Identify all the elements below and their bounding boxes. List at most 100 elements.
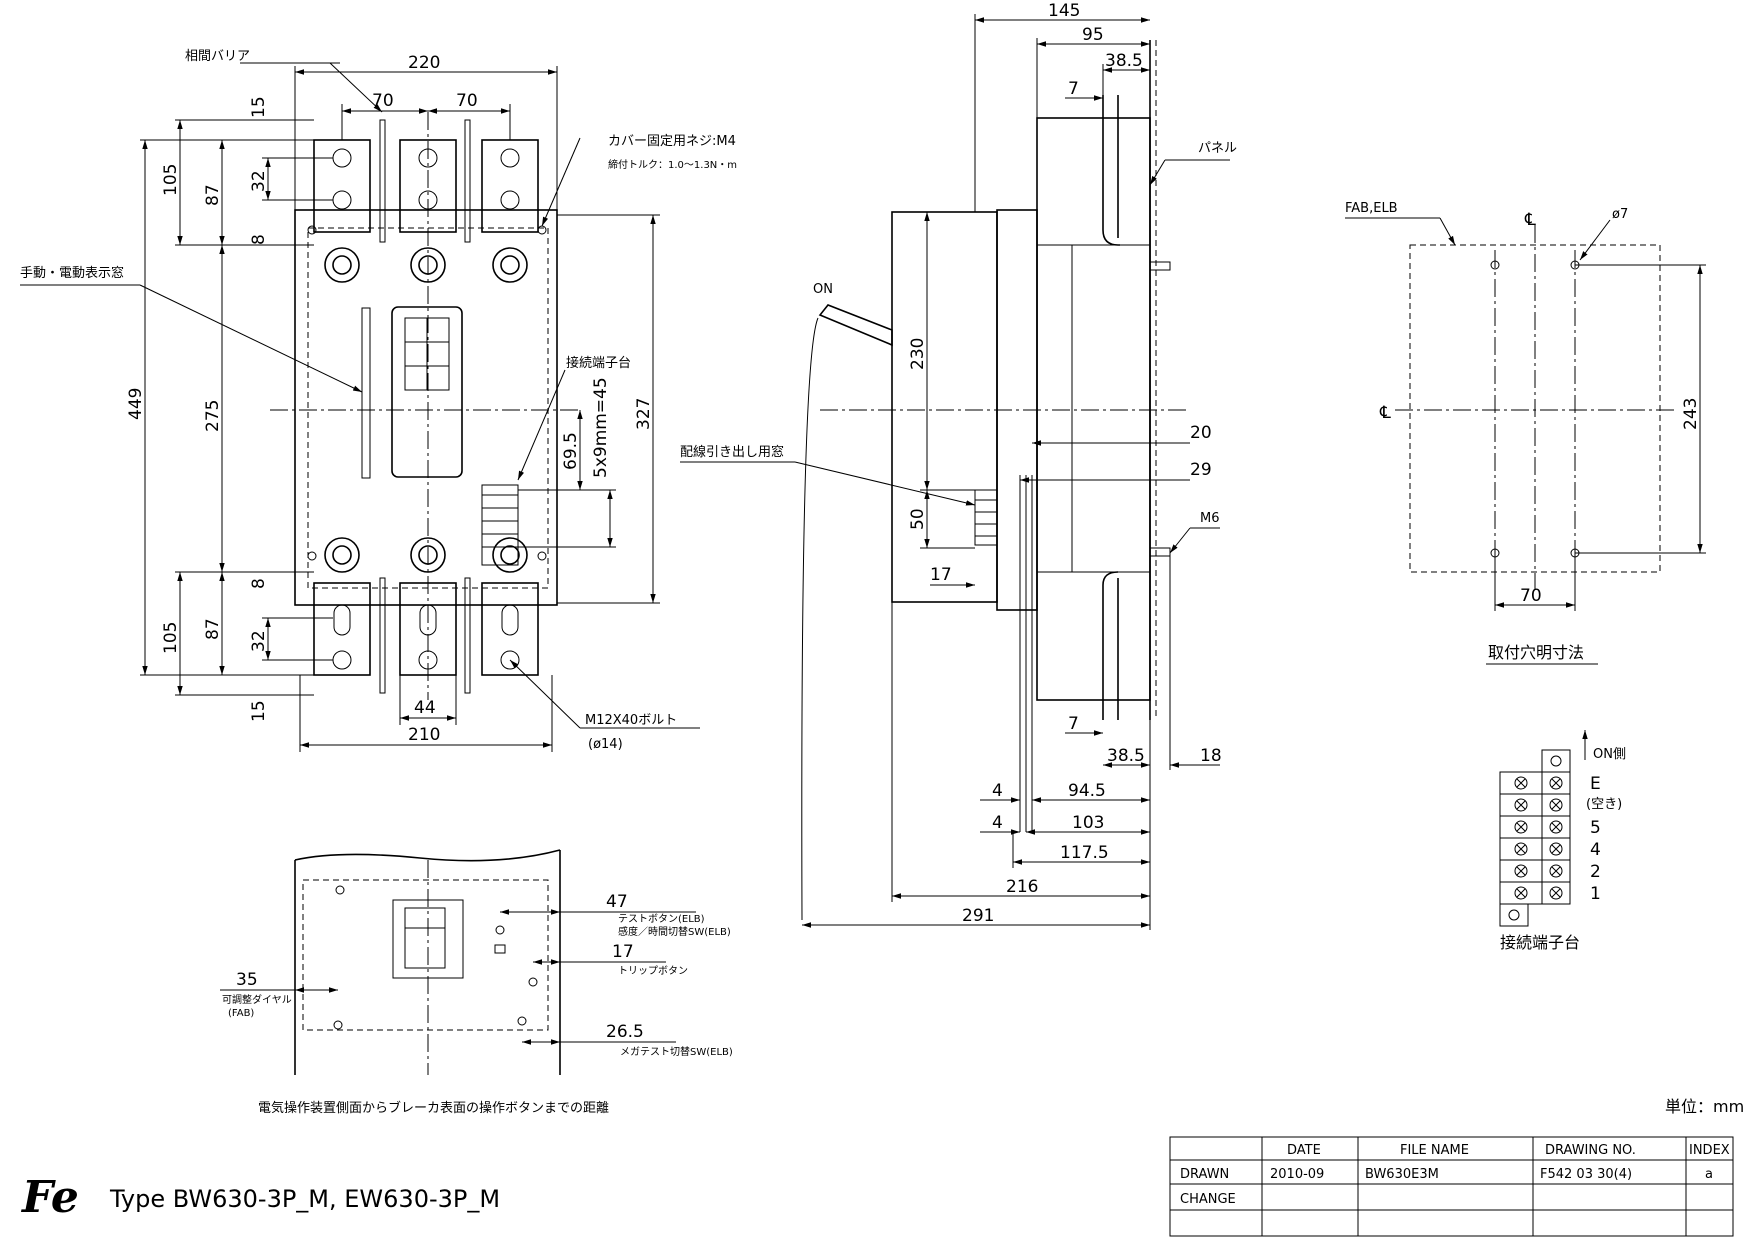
front-view: 220 70 70 210 44 449 105 87 275 87 105 3… [20,49,737,752]
side-view: 145 95 38.5 7 230 50 17 20 29 7 38.5 18 … [680,1,1237,930]
dim-15-top: 15 [249,96,269,118]
cell-date: 2010-09 [1270,1167,1324,1182]
dim-7-bot: 7 [1068,714,1079,734]
terminal-screw-icon [1514,886,1528,900]
label-trip-button: トリップボタン [618,965,688,977]
dim-291: 291 [962,906,994,926]
terminal-screw-icon [1549,864,1563,878]
terminal-screw-icon [1549,776,1563,790]
label-terminal-block-front: 接続端子台 [566,355,631,371]
dim-20: 20 [1190,423,1212,443]
terminal-screw-cross [1516,844,1526,854]
dim-32-top: 32 [249,170,269,192]
label-bolt: M12X40ボルト [585,713,677,728]
terminal-screw-cross [1516,800,1526,810]
dim-35: 35 [236,970,258,990]
dim-29: 29 [1190,460,1212,480]
dim-210: 210 [408,725,440,745]
terminal-screw-icon [1514,776,1528,790]
dim-87-top: 87 [203,184,223,206]
dim-230: 230 [908,338,928,370]
dim-95: 95 [1082,25,1104,45]
label-on-side: ON側 [1593,747,1626,762]
label-sensitivity-sw: 感度／時間切替SW(ELB) [618,925,731,938]
cell-file: BW630E3M [1365,1167,1439,1182]
terminal-screw-icon [1549,842,1563,856]
terminal-screw-icon [1514,864,1528,878]
label-torque: 締付トルク：1.0～1.3N・m [608,158,737,171]
dim-8-bot: 8 [249,578,269,589]
terminal-screw-icon [1549,886,1563,900]
th-index: INDEX [1689,1143,1730,1158]
terminal-screw-cross [1551,778,1561,788]
dim-8-top: 8 [249,234,269,245]
label-m6: M6 [1200,511,1220,526]
mounting-view: 243 70 FAB,ELB ℄ ℄ ø7 取付穴明寸法 [1345,201,1706,665]
terminal-row-4: 4 [1590,840,1601,860]
dim-7-top: 7 [1068,79,1079,99]
terminal-row-empty: (空き) [1586,797,1622,812]
dim-105-top: 105 [161,164,181,196]
label-indicator-window: 手動・電動表示窓 [20,265,124,281]
dim-70a: 70 [372,91,394,111]
dim-117-5: 117.5 [1060,843,1109,863]
label-panel: パネル [1198,141,1237,156]
dim-220: 220 [408,53,440,73]
dim-327: 327 [634,398,654,430]
dim-50: 50 [908,508,928,530]
dim-87-bot: 87 [203,618,223,640]
caption-mount: 取付穴明寸法 [1488,643,1584,662]
dim-47: 47 [606,892,628,912]
terminal-row-2: 2 [1590,862,1601,882]
unit-label: 単位：mm [1665,1097,1744,1116]
dim-18: 18 [1200,746,1222,766]
label-cover-screw: カバー固定用ネジ:M4 [608,134,736,149]
label-dial: 可調整ダイヤル [222,993,292,1006]
dim-44: 44 [414,698,436,718]
terminal-row-1: 1 [1590,884,1601,904]
dim-70b: 70 [456,91,478,111]
label-bolt-dia: (ø14) [588,737,623,752]
dim-32-bot: 32 [249,630,269,652]
label-hole-dia: ø7 [1612,207,1628,222]
dim-15-bot: 15 [249,700,269,722]
label-dial-fab: (FAB) [228,1008,254,1019]
terminal-screw-cross [1551,888,1561,898]
dim-4a: 4 [992,781,1003,801]
dim-70-mount: 70 [1520,586,1542,606]
dim-5x9: 5x9mm=45 [591,377,611,478]
terminal-screw-cross [1516,888,1526,898]
terminal-screw-cross [1551,800,1561,810]
dim-4b: 4 [992,813,1003,833]
title-block: DATE FILE NAME DRAWING NO. INDEX DRAWN 2… [1169,1136,1734,1237]
terminal-screw-cross [1516,778,1526,788]
label-mega-sw: メガテスト切替SW(ELB) [620,1045,733,1058]
dim-38-5-bot: 38.5 [1107,746,1145,766]
footer: Fe Type BW630-3P_M, EW630-3P_M 単位：mm [20,1097,1744,1223]
fuji-logo: Fe [20,1172,79,1223]
dim-94-5: 94.5 [1068,781,1106,801]
dim-105-bot: 105 [161,622,181,654]
cell-drawing-no: F542 03 30(4) [1540,1167,1632,1182]
operation-view: 47 テストボタン(ELB) 感度／時間切替SW(ELB) 17 トリップボタン… [220,849,733,1116]
label-test-button: テストボタン(ELB) [618,913,705,925]
terminal-screw-cross [1551,866,1561,876]
label-cl-left: ℄ [1379,403,1391,423]
terminal-screw-icon [1514,842,1528,856]
label-cl-top: ℄ [1524,210,1536,230]
cell-change: CHANGE [1180,1192,1236,1207]
cell-index: a [1705,1167,1713,1182]
terminal-screw-cross [1516,822,1526,832]
dim-38-5-top: 38.5 [1105,51,1143,71]
dim-243: 243 [1681,398,1701,430]
dim-17-op: 17 [612,942,634,962]
terminal-screw-cross [1551,844,1561,854]
terminal-screw-cross [1551,822,1561,832]
label-on: ON [813,282,833,297]
dim-103: 103 [1072,813,1104,833]
terminal-screw-icon [1514,798,1528,812]
terminal-screw-icon [1549,798,1563,812]
dim-216: 216 [1006,877,1038,897]
th-file-name: FILE NAME [1400,1143,1469,1158]
